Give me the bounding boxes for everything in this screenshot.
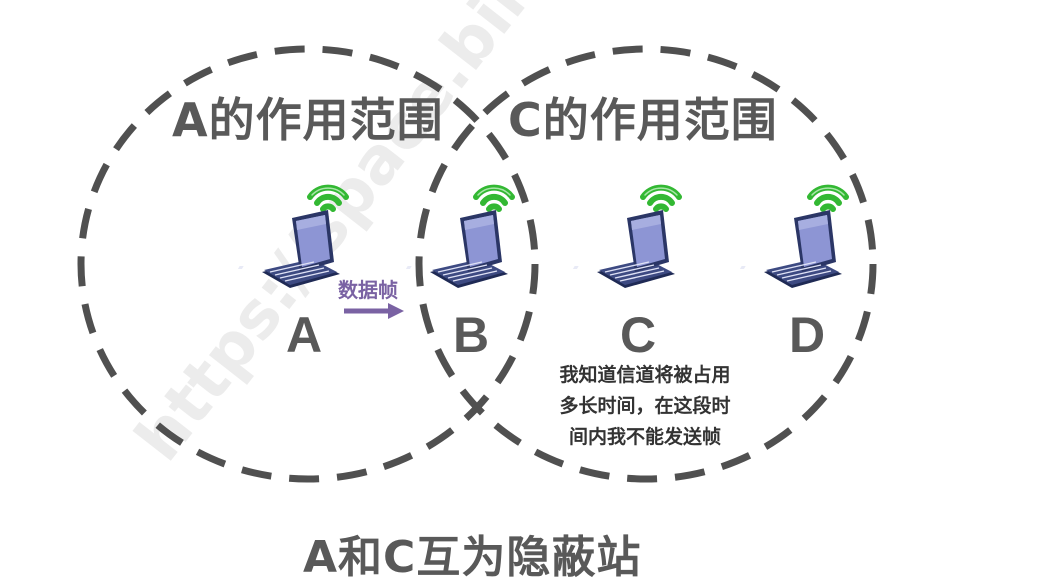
bottom-caption: A和C互为隐蔽站 — [303, 532, 642, 579]
note-line: 多长时间，在这段时 — [559, 395, 731, 417]
laptop-icon — [572, 210, 675, 288]
station-label-c: C — [619, 307, 657, 363]
frame-label: 数据帧 — [338, 278, 398, 302]
wifi-icon — [810, 188, 846, 209]
range-circle-a — [77, 45, 539, 483]
note-line: 我知道信道将被占用 — [559, 364, 731, 386]
range-title-a: A的作用范围 — [172, 93, 444, 147]
station-label-b: B — [452, 307, 490, 363]
station-label-d: D — [788, 307, 826, 363]
range-title-c: C的作用范围 — [508, 93, 778, 147]
wifi-icon — [310, 188, 346, 209]
station-label-a: A — [285, 307, 323, 363]
laptop-icon — [237, 210, 340, 288]
frame-arrow-icon — [344, 303, 404, 319]
wifi-icon — [643, 188, 679, 209]
note-line: 间内我不能发送帧 — [568, 426, 721, 448]
station-c-note: 我知道信道将被占用 多长时间，在这段时 间内我不能发送帧 — [541, 360, 749, 453]
wifi-icon — [476, 188, 512, 209]
range-circle-c — [415, 45, 877, 483]
laptop-icon — [739, 210, 842, 288]
